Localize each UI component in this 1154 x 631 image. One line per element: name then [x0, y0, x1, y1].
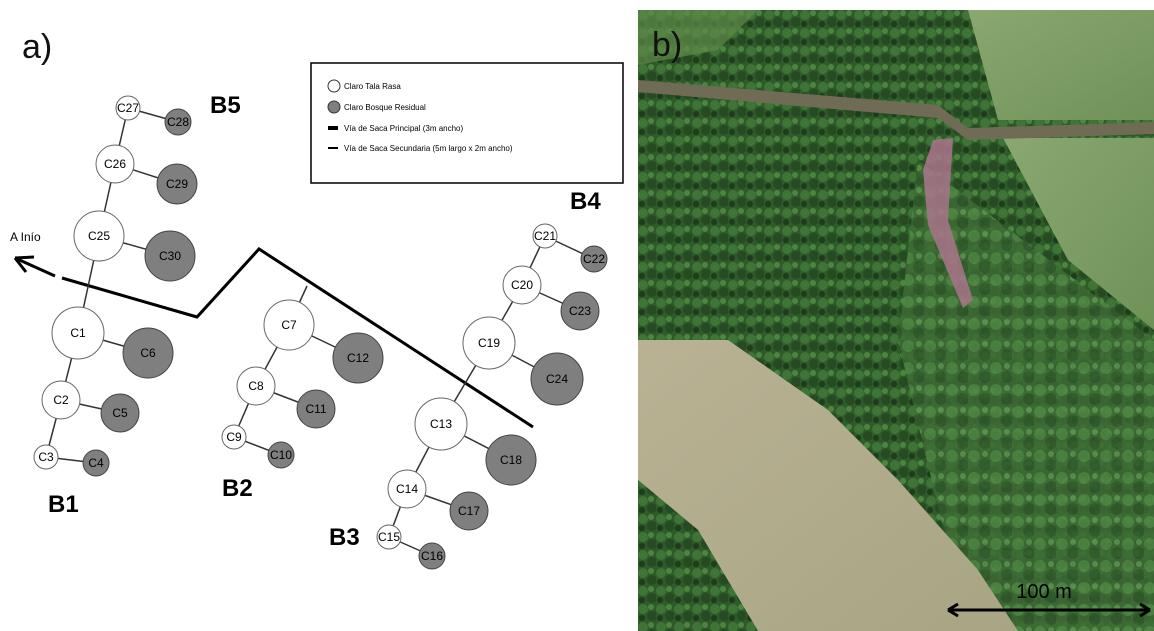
gap-node-c22	[580, 245, 608, 273]
node-label-c26: C26	[104, 157, 126, 171]
block-label-b3: B3	[329, 524, 360, 551]
panel-b-aerial-photo: b) 100 m	[638, 10, 1154, 631]
legend-label-secondary-road: Vía de Saca Secundaria (5m largo x 2m an…	[344, 144, 513, 153]
legend-grey-circle-icon	[327, 100, 341, 114]
block-label-b1: B1	[48, 491, 79, 518]
gap-node-c15	[376, 524, 402, 550]
node-label-c27: C27	[117, 101, 139, 115]
node-label-c2: C2	[53, 393, 69, 407]
gap-node-c3	[33, 444, 59, 470]
node-label-c28: C28	[167, 115, 189, 129]
node-label-c18: C18	[500, 453, 522, 467]
node-label-c12: C12	[347, 351, 369, 365]
node-label-c15: C15	[378, 530, 400, 544]
node-label-c13: C13	[430, 417, 452, 431]
scale-bar-arrowheads-icon	[947, 602, 1151, 618]
gap-node-c9	[221, 424, 247, 450]
node-label-c30: C30	[159, 249, 181, 263]
node-label-c7: C7	[281, 318, 297, 332]
gap-node-c14	[387, 469, 427, 509]
bare-soil-strip	[923, 138, 973, 308]
node-label-c23: C23	[569, 304, 591, 318]
gap-node-c17	[449, 491, 489, 531]
legend-box	[310, 62, 624, 184]
gap-node-c8	[236, 366, 276, 406]
main-extraction-road	[61, 247, 534, 429]
block-label-b5: B5	[210, 92, 241, 119]
panel-a-letter: a)	[22, 28, 52, 66]
grass-patch	[638, 10, 758, 65]
node-label-c24: C24	[546, 372, 568, 386]
node-label-c25: C25	[88, 229, 110, 243]
node-label-c5: C5	[112, 406, 128, 420]
panel-a-schematic: a) Claro Tala Rasa Claro Bosque Residual…	[10, 28, 624, 570]
gap-node-c13	[414, 397, 468, 451]
gap-node-c5	[100, 393, 140, 433]
gap-node-c28	[164, 108, 192, 136]
node-label-c20: C20	[511, 278, 533, 292]
node-label-c3: C3	[38, 450, 54, 464]
node-label-c29: C29	[166, 177, 188, 191]
node-label-c10: C10	[270, 448, 292, 462]
block-label-b4: B4	[570, 188, 601, 215]
node-label-c1: C1	[70, 326, 86, 340]
scale-bar-label: 100 m	[1016, 581, 1072, 603]
field-right	[1003, 138, 1154, 330]
field-top-right	[968, 10, 1154, 120]
node-label-c22: C22	[583, 252, 605, 266]
scale-bar: 100 m	[947, 581, 1151, 618]
node-label-c11: C11	[305, 402, 326, 416]
exit-arrow-label: A Inío	[10, 230, 41, 244]
clearing	[638, 340, 1018, 631]
residual-gaps	[82, 108, 608, 570]
gap-node-c7	[263, 299, 315, 351]
gap-node-c18	[485, 434, 537, 486]
road	[638, 80, 1154, 140]
gap-node-c16	[418, 542, 446, 570]
gap-node-c20	[502, 265, 542, 305]
exit-arrow-icon	[13, 255, 35, 273]
panel-b-letter: b)	[652, 26, 682, 64]
gap-node-c4	[82, 449, 110, 477]
legend-label-residual: Claro Bosque Residual	[344, 103, 426, 112]
node-label-c21: C21	[534, 229, 556, 243]
node-label-c19: C19	[478, 336, 500, 350]
clear-cut-gaps	[33, 95, 558, 550]
gap-node-c30	[144, 230, 196, 282]
legend: Claro Tala Rasa Claro Bosque Residual Ví…	[310, 62, 624, 184]
legend-open-circle-icon	[327, 79, 341, 93]
node-label-c16: C16	[421, 549, 443, 563]
gap-node-c23	[560, 291, 600, 331]
gap-node-c21	[532, 223, 558, 249]
gap-node-c6	[122, 327, 174, 379]
forest-strip-left	[638, 480, 758, 631]
node-labels: C1 C2 C3 C7 C8 C9 C13 C14 C15 C19 C20 C2…	[38, 101, 605, 563]
gap-node-c25	[73, 210, 125, 262]
legend-label-main-road: Vía de Saca Principal (3m ancho)	[344, 124, 464, 133]
gap-node-c12	[332, 332, 384, 384]
gap-node-c27	[115, 95, 141, 121]
gap-node-c24	[530, 352, 584, 406]
node-label-c6: C6	[140, 346, 156, 360]
gap-node-c1	[51, 306, 105, 360]
gap-node-c29	[156, 163, 198, 205]
node-label-c14: C14	[396, 482, 418, 496]
gap-node-c2	[41, 380, 81, 420]
node-label-c4: C4	[88, 456, 104, 470]
node-label-c17: C17	[458, 504, 480, 518]
node-label-c9: C9	[226, 430, 242, 444]
gap-node-c26	[95, 144, 135, 184]
gap-node-c10	[267, 441, 295, 469]
node-label-c8: C8	[248, 379, 264, 393]
gap-node-c19	[462, 316, 516, 370]
block-label-b2: B2	[222, 475, 253, 502]
legend-label-clear-cut: Claro Tala Rasa	[344, 82, 401, 91]
gap-node-c11	[296, 389, 336, 429]
exit-arrow-shaft	[14, 256, 56, 278]
